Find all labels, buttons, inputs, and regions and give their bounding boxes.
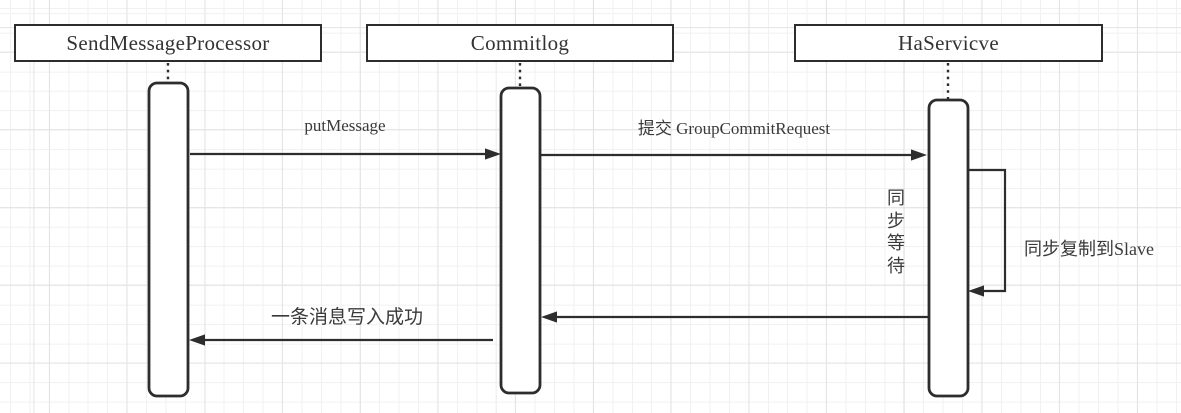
activation-bar-commitlog (499, 86, 542, 395)
participant-label-sendmessageprocessor: SendMessageProcessor (66, 30, 270, 55)
participant-box-haservicve: HaServicve (794, 24, 1103, 62)
message-label-groupcommitrequest: 提交 GroupCommitRequest (637, 119, 831, 138)
participant-box-sendmessageprocessor: SendMessageProcessor (14, 24, 322, 62)
participant-label-commitlog: Commitlog (470, 30, 570, 55)
arrowhead-putmessage-icon (485, 148, 501, 160)
note-sync-wait: 同步等待 (887, 188, 905, 276)
arrowhead-groupcommitrequest-icon (911, 149, 927, 161)
participant-box-commitlog: Commitlog (366, 24, 674, 62)
activation-bar-sendmessageprocessor (147, 81, 190, 398)
message-label-write-success: 一条消息写入成功 (270, 307, 423, 328)
arrowhead-return-commitlog-icon (541, 311, 557, 323)
message-label-sync-replicate: 同步复制到Slave (1024, 239, 1154, 259)
arrowhead-write-success-icon (189, 334, 205, 346)
arrowhead-sync-replicate-icon (968, 285, 984, 297)
activation-bar-haservicve (927, 98, 970, 398)
self-loop-arrow-sync-replicate (968, 168, 1007, 293)
participant-label-haservicve: HaServicve (898, 30, 999, 55)
message-label-putmessage: putMessage (304, 116, 386, 135)
